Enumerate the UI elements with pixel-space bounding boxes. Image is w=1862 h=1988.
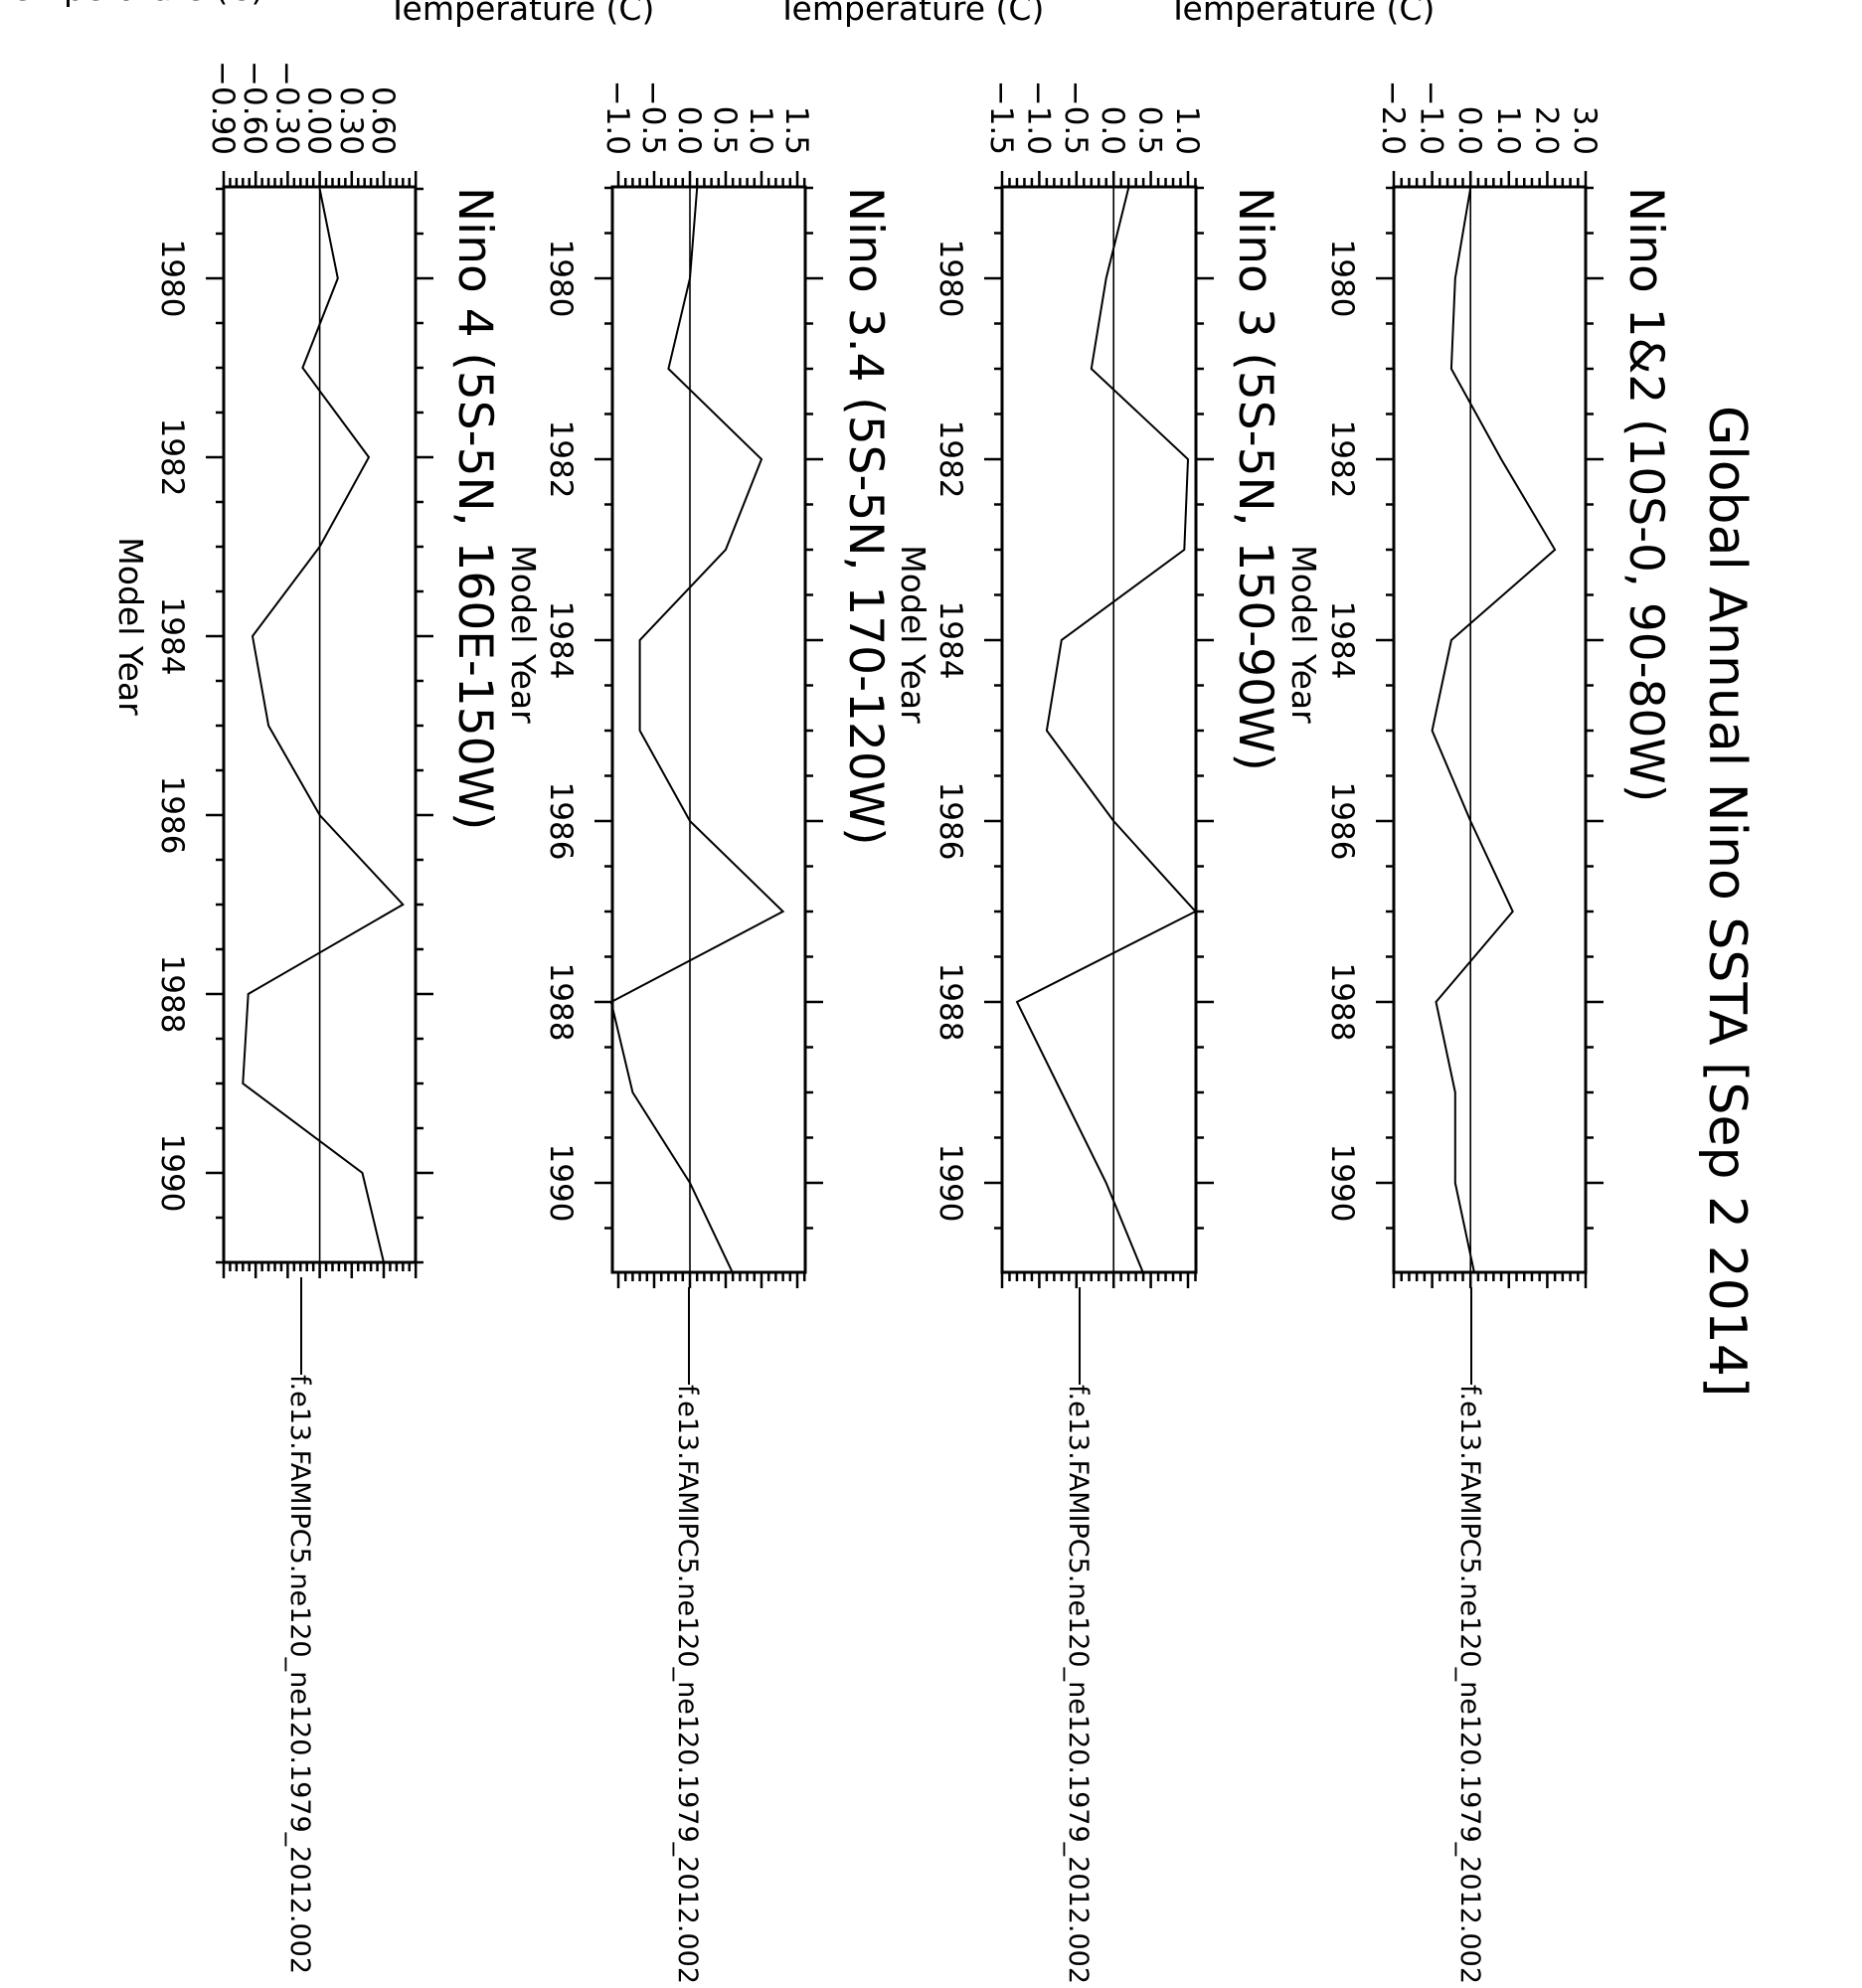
x-axis-title: Model Year [111,537,150,716]
y-tick-label: −0.5 [635,81,671,155]
x-tick-label: 1980 [1324,240,1360,318]
y-tick-label: −1.0 [1020,81,1056,155]
x-tick-label: 1990 [932,1144,968,1223]
x-tick-label: 1986 [1324,782,1360,861]
y-tick-label: −0.60 [237,61,272,155]
y-tick-label: 0.0 [671,106,707,155]
y-axis-title: Temperature (C) [1167,0,1435,28]
y-tick-label: 1.0 [1169,106,1205,155]
y-tick-label: 0.0 [1451,106,1487,155]
y-tick-label: −0.5 [1058,81,1094,155]
legend-label: f.e13.FAMIPC5.ne120_ne120.1979_2012.002 [1063,1385,1094,1984]
y-tick-label: 0.00 [301,86,337,155]
x-tick-label: 1980 [932,240,968,318]
x-tick-label: 1984 [543,601,579,680]
y-tick-label: −1.0 [1414,81,1449,155]
x-axis-title: Model Year [1284,545,1323,724]
x-tick-label: 1982 [154,418,190,497]
y-tick-label: −1.5 [983,81,1019,155]
y-tick-label: 1.0 [1490,106,1526,155]
x-tick-label: 1990 [154,1134,190,1213]
y-tick-label: 0.60 [365,86,401,155]
y-tick-label: 0.5 [707,106,743,155]
series-line [242,188,405,1263]
series-line [609,187,785,1274]
x-tick-label: 1982 [543,420,579,499]
x-tick-label: 1990 [1324,1144,1360,1223]
x-tick-label: 1982 [932,420,968,499]
x-tick-label: 1988 [932,963,968,1042]
x-tick-label: 1986 [543,782,579,861]
y-axis-title: Temperature (C) [0,0,263,8]
series-line [1015,187,1198,1274]
legend-label: f.e13.FAMIPC5.ne120_ne120.1979_2012.002 [672,1385,703,1984]
y-axis-title: Temperature (C) [776,0,1044,28]
y-tick-label: 1.5 [778,106,814,155]
y-tick-label: 3.0 [1567,106,1603,155]
x-tick-label: 1988 [154,955,190,1034]
figure-title: Global Annual Nino SSTA [Sep 2 2014] [1697,406,1757,1397]
series-line [1431,187,1557,1274]
x-axis-title: Model Year [504,545,543,724]
x-tick-label: 1986 [932,782,968,861]
y-tick-label: −1.0 [599,81,635,155]
y-tick-label: 0.30 [333,86,369,155]
panel-title: Nino 3 (5S-5N, 150-90W) [1228,187,1282,771]
x-tick-label: 1980 [154,240,190,318]
x-tick-label: 1984 [154,597,190,676]
y-tick-label: 2.0 [1528,106,1564,155]
x-tick-label: 1988 [1324,963,1360,1042]
x-tick-label: 1988 [543,963,579,1042]
y-tick-label: 1.0 [743,106,778,155]
y-tick-label: 0.5 [1132,106,1168,155]
panel-title: Nino 4 (5S-5N, 160E-150W) [447,187,502,830]
y-tick-label: −2.0 [1375,81,1411,155]
x-tick-label: 1982 [1324,420,1360,499]
x-tick-label: 1986 [154,776,190,855]
x-tick-label: 1990 [543,1144,579,1223]
legend-label: f.e13.FAMIPC5.ne120_ne120.1979_2012.002 [284,1375,315,1974]
x-axis-title: Model Year [894,545,932,724]
plot-frame [1000,185,1198,1274]
legend-label: f.e13.FAMIPC5.ne120_ne120.1979_2012.002 [1454,1385,1485,1984]
x-tick-label: 1984 [932,601,968,680]
panel-title: Nino 3.4 (5S-5N, 170-120W) [838,187,893,846]
panel-title: Nino 1&2 (10S-0, 90-80W) [1618,187,1673,802]
y-tick-label: −0.30 [268,61,304,155]
y-axis-title: Temperature (C) [387,0,654,28]
plot-frame [1392,185,1588,1274]
x-tick-label: 1980 [543,240,579,318]
x-tick-label: 1984 [1324,601,1360,680]
y-tick-label: −0.90 [205,61,241,155]
y-tick-label: 0.0 [1095,106,1130,155]
plot-frame [610,185,807,1274]
